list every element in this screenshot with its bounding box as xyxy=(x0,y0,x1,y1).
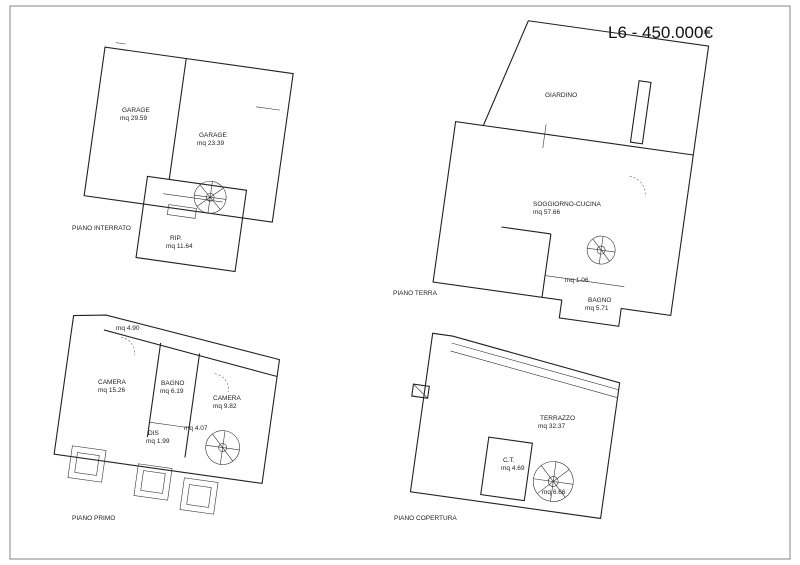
interrato-room-3-area: mq 11.64 xyxy=(166,243,193,250)
plan-piano-terra: GIARDINO SOGGIORNO-CUCINA mq 57.66 mq 1.… xyxy=(393,20,710,327)
primo-room-2-area: mq 15.26 xyxy=(98,387,125,394)
sheet-border xyxy=(9,5,791,560)
skylight-1-inner xyxy=(74,452,100,476)
primo-room-1-area: mq 4.90 xyxy=(116,325,140,332)
interrato-room-3-name: RIP. xyxy=(170,235,182,242)
terra-room-4-area: mq 5.71 xyxy=(585,305,609,312)
terra-floor-label: PIANO TERRA xyxy=(393,290,438,297)
copertura-room-2-name: C.T. xyxy=(503,457,515,464)
interrato-room-2-area: mq 23.39 xyxy=(197,140,224,147)
primo-room-3-name: BAGNO xyxy=(161,380,184,387)
terra-room-4-name: BAGNO xyxy=(588,297,611,304)
copertura-floor-label: PIANO COPERTURA xyxy=(394,515,457,522)
primo-floor-label: PIANO PRIMO xyxy=(72,515,115,522)
primo-room-3-area: mq 6.19 xyxy=(160,388,184,395)
interrato-room-1-area: mq 29.59 xyxy=(120,115,147,122)
skylight-2-inner xyxy=(140,470,166,494)
plan-piano-interrato: GARAGE mq 29.59 GARAGE mq 23.39 RIP. mq … xyxy=(72,42,294,273)
copertura-room-3-area: mq 6.66 xyxy=(542,489,566,496)
primo-room-2-name: CAMERA xyxy=(98,379,126,386)
skylight-1 xyxy=(67,445,107,483)
interrato-room-2-name: GARAGE xyxy=(199,132,227,139)
terra-room-3-area: mq 1.06 xyxy=(565,277,589,284)
copertura-room-1-name: TERRAZZO xyxy=(540,415,575,422)
plan-piano-primo: mq 4.90 CAMERA mq 15.26 BAGNO mq 6.19 CA… xyxy=(53,314,281,522)
primo-room-6-area: mq 4.07 xyxy=(184,425,208,432)
terra-room-1-name: GIARDINO xyxy=(545,92,577,99)
copertura-room-2-area: mq 4.69 xyxy=(501,465,525,472)
primo-room-4-area: mq 9.82 xyxy=(213,403,237,410)
copertura-room-1-area: mq 32.37 xyxy=(538,423,565,430)
interrato-floor-label: PIANO INTERRATO xyxy=(72,225,131,232)
terra-room-2-name: SOGGIORNO-CUCINA xyxy=(533,201,602,208)
plan-piano-copertura: TERRAZZO mq 32.37 C.T. mq 4.69 mq 6.66 P… xyxy=(394,332,621,522)
terra-room-2-area: mq 57.66 xyxy=(533,209,560,216)
interrato-room-1-name: GARAGE xyxy=(122,107,150,114)
primo-room-4-name: CAMERA xyxy=(213,395,241,402)
skylight-2 xyxy=(133,463,173,501)
primo-room-5-area: mq 1.99 xyxy=(146,438,170,445)
listing-title: L6 - 450.000€ xyxy=(608,23,713,42)
skylight-3 xyxy=(179,477,219,515)
primo-room-5-name: DIS xyxy=(148,430,160,437)
skylight-3-inner xyxy=(186,484,212,508)
